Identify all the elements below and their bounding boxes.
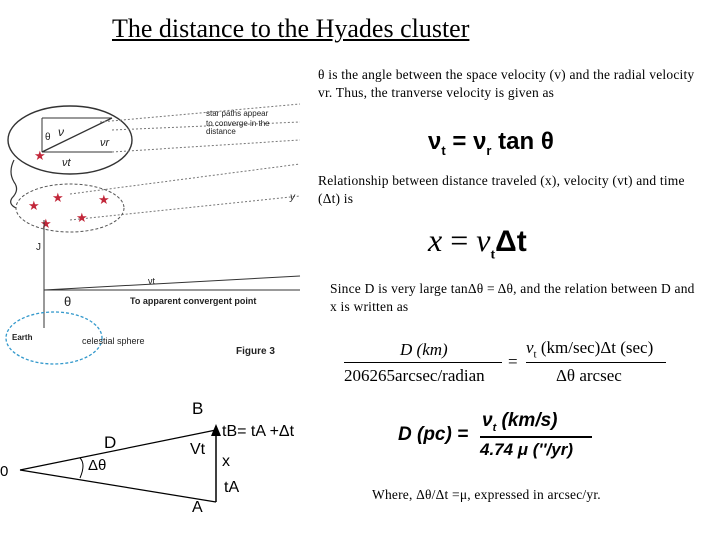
- cluster-star-5: ★: [40, 216, 52, 231]
- label-figure: Figure 3: [236, 346, 275, 357]
- label-origin: 0: [0, 463, 8, 480]
- cluster-star-2: ★: [52, 190, 64, 205]
- cluster-star-1: ★: [28, 198, 40, 213]
- dotted-path-5: [69, 195, 301, 221]
- upper-sphere-ellipse: [7, 105, 133, 175]
- label-star-paths: star paths appear: [206, 109, 269, 118]
- label-to-apparent: To apparent convergent point: [130, 296, 256, 306]
- equation3-right-denominator: Δθ arcsec: [556, 366, 622, 385]
- label-converging-1: to converge in the: [206, 119, 270, 128]
- label-vt2: νt: [148, 276, 156, 286]
- brace: [10, 159, 18, 209]
- dotted-path-1: [99, 103, 301, 123]
- paragraph-distance-relation: Relationship between distance traveled (…: [318, 173, 685, 206]
- cluster-ellipse: [15, 183, 125, 233]
- convergent-point-figure: ★ ν νr νt θ star paths appear to converg…: [5, 103, 301, 365]
- equation-parsec-distance: D (pc) = νt (km/s) 4.74 μ (''/yr): [398, 410, 698, 470]
- label-Vt: Vt: [190, 441, 206, 458]
- label-v: ν: [58, 125, 64, 139]
- label-y: y: [289, 192, 296, 203]
- dtheta-arc: [79, 457, 84, 479]
- line-observer-to-B: [19, 429, 217, 471]
- paragraph-proper-motion: Where, Δθ/Δt =μ, expressed in arcsec/yr.: [372, 487, 601, 502]
- label-A: A: [192, 499, 203, 516]
- triangle-diagram: 0 D Δθ B Vt x tB= tA +Δt tA A: [0, 399, 295, 516]
- paragraph-small-angle: Since D is very large tanΔθ = Δθ, and th…: [330, 281, 695, 314]
- label-j: J: [36, 242, 41, 253]
- star-marker: ★: [34, 148, 46, 163]
- label-celestial: celestial sphere: [82, 336, 145, 346]
- equation3-right-numerator: νt (km/sec)Δt (sec): [526, 338, 654, 361]
- equation3-right-line: [526, 362, 666, 363]
- equation-fraction-relation: D (km) 206265arcsec/radian = νt (km/sec)…: [340, 338, 670, 388]
- label-theta: θ: [64, 294, 71, 309]
- label-B: B: [192, 399, 203, 418]
- cluster-star-4: ★: [98, 192, 110, 207]
- vt-arrowhead: [211, 424, 221, 436]
- dotted-path-2: [111, 121, 301, 131]
- equation3-left-denominator: 206265arcsec/radian: [344, 366, 485, 385]
- label-theta-small: θ: [45, 132, 51, 143]
- equation-distance: x = νtΔt: [428, 222, 527, 263]
- label-tA: tA: [224, 479, 239, 496]
- label-dtheta: Δθ: [88, 457, 106, 474]
- label-D: D: [104, 433, 116, 452]
- label-vr: νr: [100, 137, 111, 149]
- equation3-left-numerator: D (km): [400, 340, 448, 359]
- page-title: The distance to the Hyades cluster: [112, 14, 470, 43]
- dotted-path-4: [69, 163, 301, 195]
- label-converging-2: distance: [206, 127, 236, 136]
- equation-transverse-velocity: νt = νr tan θ: [428, 128, 554, 158]
- paragraph-theta-definition: θ is the angle between the space velocit…: [318, 67, 695, 100]
- label-tB: tB= tA +Δt: [222, 423, 295, 440]
- dotted-path-3: [111, 139, 301, 153]
- equation4-denominator: 4.74 μ (''/yr): [480, 440, 573, 459]
- label-vt: νt: [62, 157, 72, 169]
- equation3-left-line: [344, 362, 502, 363]
- velocity-vector-line: [41, 117, 113, 153]
- equation4-line: [480, 436, 592, 438]
- convergent-line: [43, 275, 301, 291]
- label-x: x: [222, 453, 230, 470]
- line-observer-to-A: [19, 469, 217, 503]
- celestial-sphere: [5, 311, 103, 365]
- equation3-equals: =: [508, 352, 518, 371]
- label-earth: Earth: [12, 333, 33, 342]
- equation4-lhs: D (pc) =: [398, 424, 469, 445]
- equation4-numerator: νt (km/s): [482, 410, 558, 434]
- cluster-star-3: ★: [76, 210, 88, 225]
